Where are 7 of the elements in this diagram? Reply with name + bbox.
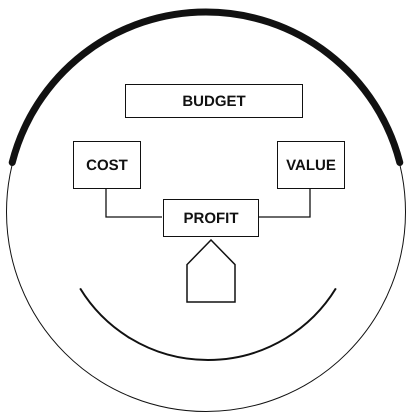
label-box: BUDGET: [125, 84, 303, 118]
connector-line: [105, 188, 162, 218]
label-box: VALUE: [277, 141, 345, 189]
connector-line: [258, 188, 311, 218]
label-box: COST: [73, 141, 141, 189]
pentagon-shape: [186, 239, 236, 303]
label-box: PROFIT: [163, 199, 259, 237]
